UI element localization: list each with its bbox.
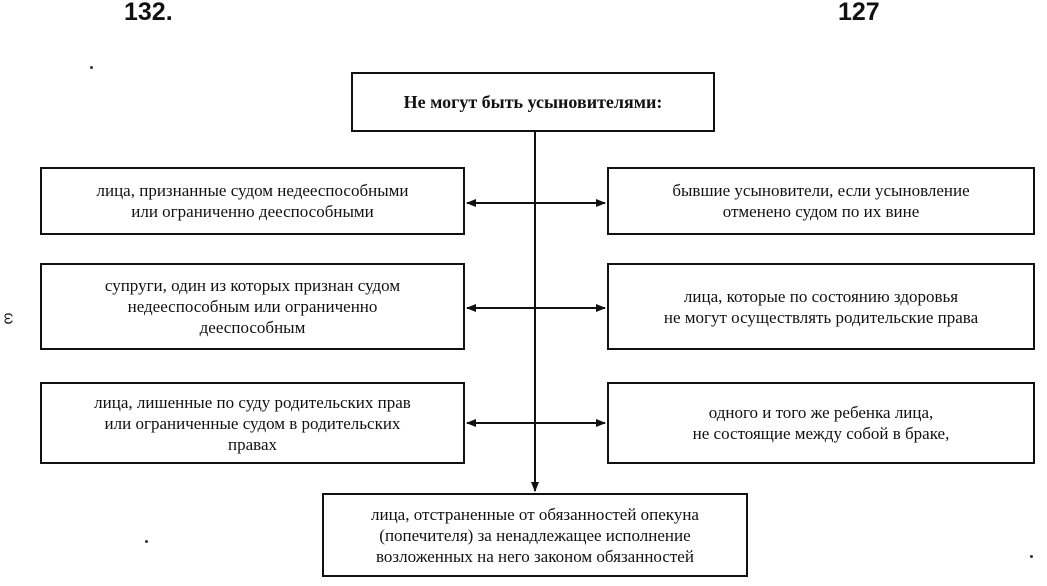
right-item-box-2: лица, которые по состоянию здоровья не м… bbox=[607, 263, 1035, 350]
speck-mark bbox=[1030, 555, 1033, 558]
speck-mark bbox=[145, 540, 148, 543]
left-item-box-1: лица, признанные судом недееспособными и… bbox=[40, 167, 465, 235]
right-page-number: 127 bbox=[838, 0, 880, 26]
left-item-box-2: супруги, один из которых признан судом н… bbox=[40, 263, 465, 350]
diagram-title-box: Не могут быть усыновителями: bbox=[351, 72, 715, 132]
right-item-box-3: одного и того же ребенка лица, не состоя… bbox=[607, 382, 1035, 464]
speck-mark bbox=[90, 66, 93, 69]
right-item-box-1: бывшие усыновители, если усыновление отм… bbox=[607, 167, 1035, 235]
left-item-box-3: лица, лишенные по суду родительских прав… bbox=[40, 382, 465, 464]
bottom-item-box: лица, отстраненные от обязанностей опеку… bbox=[322, 493, 748, 577]
left-page-number: 132. bbox=[124, 0, 173, 26]
